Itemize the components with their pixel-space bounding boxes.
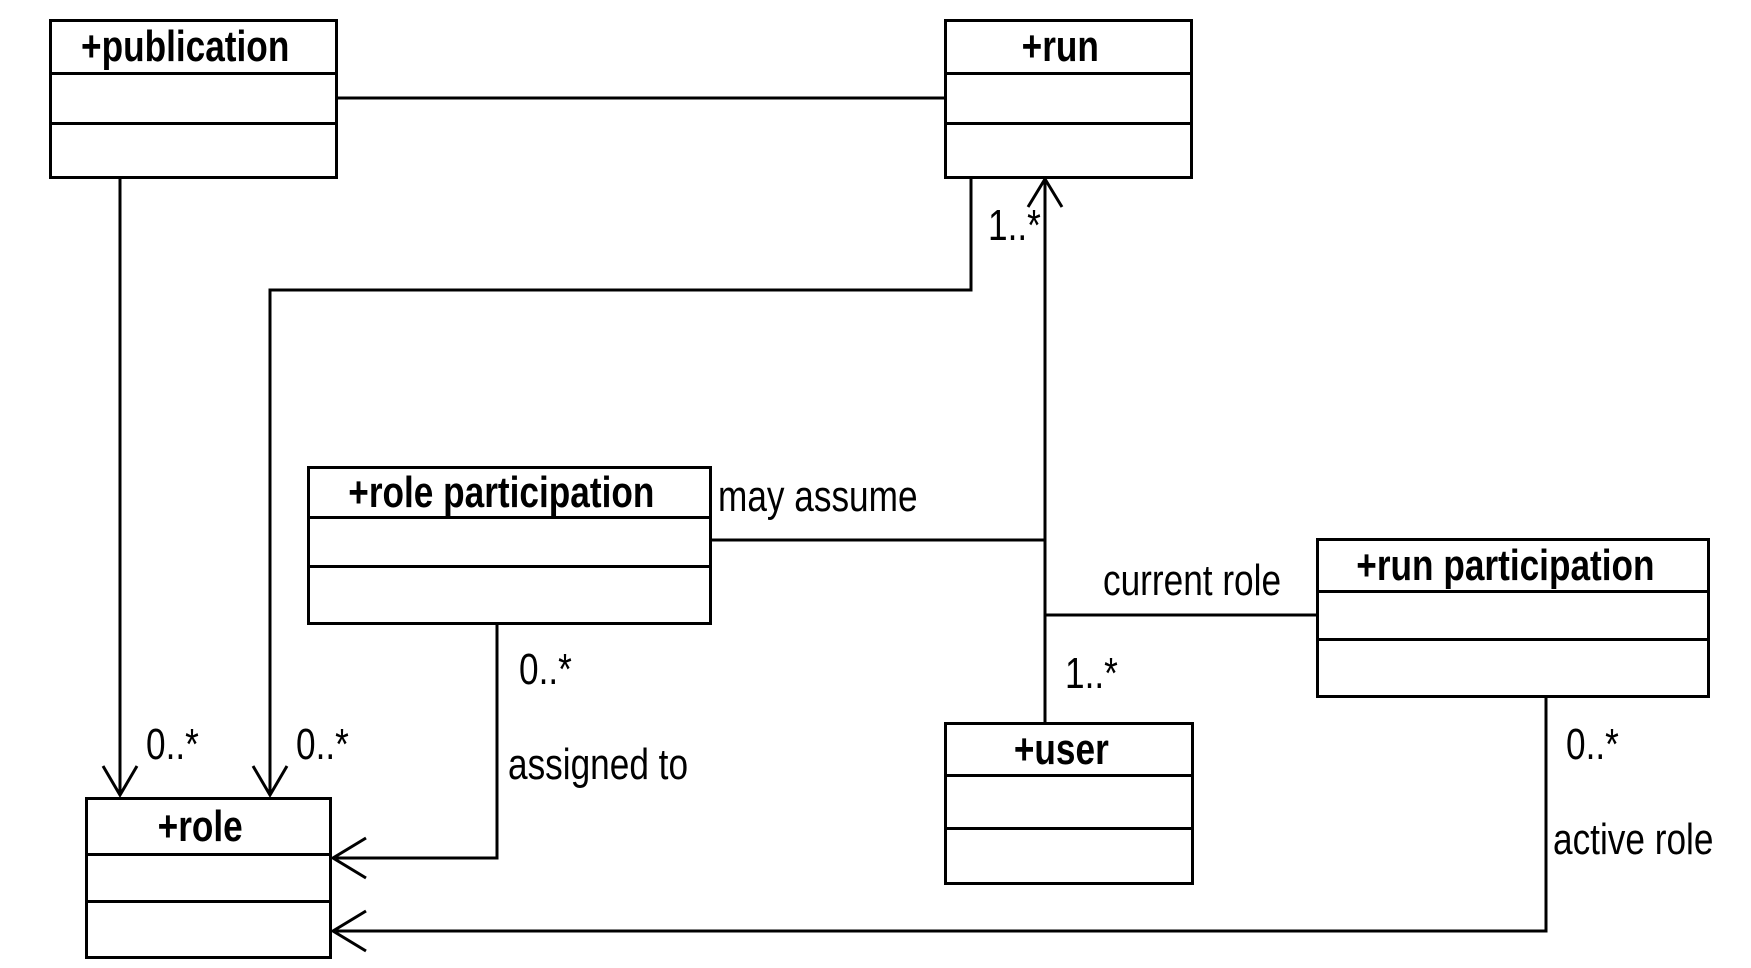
class-title: +run participation xyxy=(1355,540,1655,590)
association-label-active-role: active role xyxy=(1553,815,1714,864)
class-title-compartment: +role participation xyxy=(310,469,709,519)
association-label-assigned-to: assigned to xyxy=(508,740,689,789)
association-label-current-role: current role xyxy=(1103,556,1282,605)
class-title-compartment: +role xyxy=(88,800,329,856)
class-title: +publication xyxy=(81,22,290,71)
class-box-role-participation[interactable]: +role participation xyxy=(307,466,712,625)
class-box-run[interactable]: +run xyxy=(944,19,1193,179)
class-title: +role xyxy=(157,801,244,851)
arrowhead-assigned-to-icon xyxy=(330,836,367,880)
arrowhead-user-run-icon xyxy=(1026,176,1064,208)
attributes-compartment xyxy=(947,777,1191,830)
connector-active-role xyxy=(336,698,1548,933)
operations-compartment xyxy=(52,125,335,176)
multiplicity-label-role-from-run: 0..* xyxy=(296,720,349,769)
class-box-user[interactable]: +user xyxy=(944,722,1194,885)
class-box-run-participation[interactable]: +run participation xyxy=(1316,538,1710,698)
multiplicity-label-role-from-publication: 0..* xyxy=(146,720,199,769)
attributes-compartment xyxy=(88,856,329,903)
multiplicity-label-run: 1..* xyxy=(988,201,1041,250)
class-title: +run xyxy=(1021,22,1100,71)
attributes-compartment xyxy=(1319,593,1707,641)
operations-compartment xyxy=(88,903,329,956)
connector-assigned-to xyxy=(336,625,499,860)
attributes-compartment xyxy=(310,519,709,568)
operations-compartment xyxy=(1319,641,1707,695)
class-box-publication[interactable]: +publication xyxy=(49,19,338,179)
connector-run-role xyxy=(268,179,973,793)
arrowhead-publication-role-icon xyxy=(101,765,139,798)
attributes-compartment xyxy=(52,75,335,125)
class-title: +user xyxy=(1013,724,1109,774)
class-title-compartment: +run participation xyxy=(1319,541,1707,593)
class-title-compartment: +publication xyxy=(52,22,335,75)
class-title-compartment: +run xyxy=(947,22,1190,75)
class-title-compartment: +user xyxy=(947,725,1191,777)
operations-compartment xyxy=(310,568,709,622)
multiplicity-label-role-participation: 0..* xyxy=(519,645,572,694)
association-label-may-assume: may assume xyxy=(718,472,918,521)
operations-compartment xyxy=(947,830,1191,882)
arrowhead-run-role-icon xyxy=(251,765,289,798)
multiplicity-label-run-participation: 0..* xyxy=(1566,720,1619,769)
multiplicity-label-user: 1..* xyxy=(1065,649,1118,698)
class-title: +role participation xyxy=(348,467,655,517)
class-box-role[interactable]: +role xyxy=(85,797,332,959)
arrowhead-active-role-icon xyxy=(330,909,367,953)
operations-compartment xyxy=(947,125,1190,176)
attributes-compartment xyxy=(947,75,1190,125)
